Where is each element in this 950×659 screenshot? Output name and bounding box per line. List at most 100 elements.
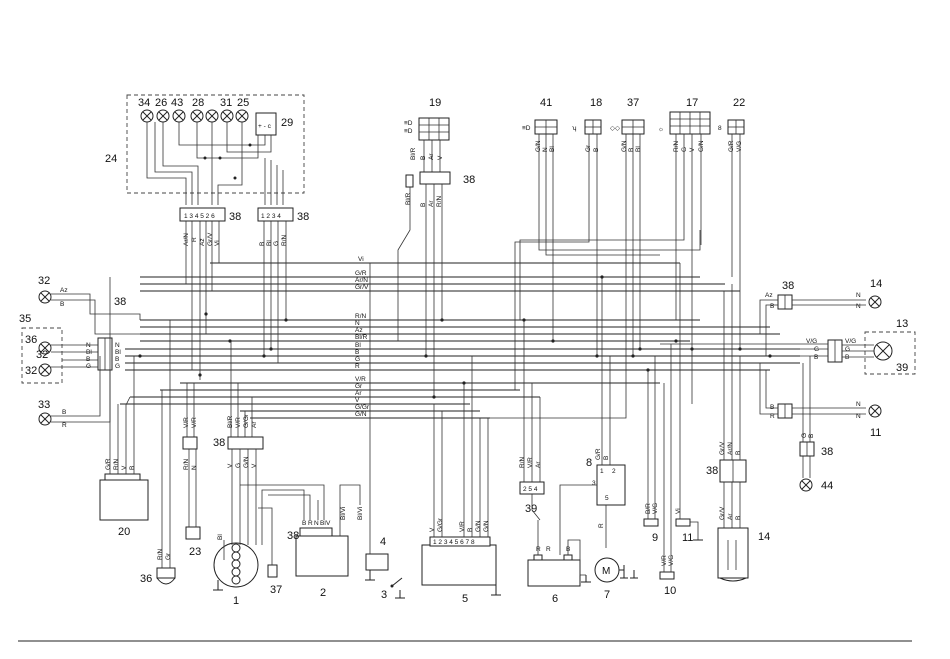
svg-text:32: 32 xyxy=(36,349,48,361)
svg-text:B: B xyxy=(845,354,849,361)
svg-text:Ar: Ar xyxy=(535,461,542,468)
svg-text:G/N: G/N xyxy=(243,456,250,468)
wire-label: Ar xyxy=(355,390,362,397)
svg-text:R/N: R/N xyxy=(183,459,190,471)
svg-text:Ar: Ar xyxy=(428,200,435,207)
svg-text:1: 1 xyxy=(600,468,604,475)
component-4: 4 Bl/Vi xyxy=(357,263,389,581)
svg-text:2 5 4: 2 5 4 xyxy=(523,486,538,493)
svg-text:36: 36 xyxy=(140,573,152,585)
svg-text:25: 25 xyxy=(237,97,249,109)
switch-19: 19 ≡D≡D Bl/R B Ar V xyxy=(404,97,450,172)
svg-text:V: V xyxy=(251,463,258,468)
svg-text:8: 8 xyxy=(586,457,592,469)
lamp-44: 44 xyxy=(799,478,833,492)
svg-text:V/G: V/G xyxy=(806,338,817,345)
svg-text:V: V xyxy=(429,527,436,532)
svg-text:G: G xyxy=(845,346,850,353)
switch-10: 10 V/R V/G xyxy=(659,344,676,597)
svg-text:B: B xyxy=(129,466,136,470)
svg-text:Bl/Vi: Bl/Vi xyxy=(357,507,364,520)
svg-text:V/R: V/R xyxy=(191,417,198,428)
svg-text:Gr: Gr xyxy=(165,552,172,560)
wire-label: G/Gr xyxy=(355,404,370,411)
cdi-unit-5: 1 2 3 4 5 6 7 8 5 V G/Gr V/R B G/N G/N xyxy=(421,356,501,605)
svg-text:Az: Az xyxy=(765,292,773,299)
svg-text:R: R xyxy=(770,413,775,420)
svg-text:G/Gr: G/Gr xyxy=(243,413,250,428)
svg-text:Gr/V: Gr/V xyxy=(207,232,214,246)
wire-label: Gr/V xyxy=(355,284,369,291)
svg-text:☼: ☼ xyxy=(658,126,664,133)
wire-label: Bl xyxy=(355,342,361,349)
svg-text:G/R: G/R xyxy=(105,458,112,470)
svg-text:2: 2 xyxy=(612,468,616,475)
svg-text:G/N: G/N xyxy=(483,520,490,532)
svg-text:M: M xyxy=(602,566,610,577)
svg-text:2: 2 xyxy=(320,587,326,599)
svg-text:B: B xyxy=(735,516,742,520)
svg-text:≡D: ≡D xyxy=(404,120,413,127)
svg-text:37: 37 xyxy=(627,97,639,109)
svg-text:N: N xyxy=(856,413,861,420)
svg-text:G: G xyxy=(801,433,808,438)
connector-38-panel-right: 1 2 3 4 38 B Bl G R/N xyxy=(257,207,309,246)
svg-text:8: 8 xyxy=(718,125,722,132)
component-36: 37 xyxy=(258,507,282,596)
svg-text:V: V xyxy=(326,520,331,527)
svg-text:N: N xyxy=(314,520,319,527)
svg-text:B: B xyxy=(60,301,64,308)
svg-text:Bl/Vi: Bl/Vi xyxy=(340,507,347,520)
svg-text:Bl: Bl xyxy=(86,349,92,356)
svg-text:B: B xyxy=(814,354,818,361)
fuel-sender-13: 14 Gr/V Ar B xyxy=(717,482,770,582)
svg-text:G: G xyxy=(115,363,120,370)
svg-text:38: 38 xyxy=(297,211,309,223)
svg-text:R: R xyxy=(191,237,198,242)
component-20: 20 G/R R/N V B xyxy=(99,277,149,538)
svg-text:Az: Az xyxy=(199,238,206,246)
switch-3: 3 xyxy=(381,577,405,601)
svg-text:11: 11 xyxy=(682,532,693,544)
wire-label: R/N xyxy=(355,313,367,320)
svg-text:Ar/N: Ar/N xyxy=(727,442,734,455)
svg-text:35: 35 xyxy=(19,313,31,325)
svg-text:R: R xyxy=(546,546,551,553)
svg-text:R: R xyxy=(598,523,605,528)
svg-text:V/R: V/R xyxy=(527,457,534,468)
connector-38-lamp-44: G B 38 xyxy=(799,356,833,478)
svg-text:4: 4 xyxy=(380,536,386,548)
svg-text:R/N: R/N xyxy=(157,549,164,561)
svg-text:V/G: V/G xyxy=(845,338,856,345)
svg-text:R/N: R/N xyxy=(519,457,526,469)
svg-text:B: B xyxy=(86,356,90,363)
lamp-32: 32 AzB xyxy=(38,275,141,335)
svg-text:N: N xyxy=(856,401,861,408)
svg-text:38: 38 xyxy=(706,465,718,477)
connector-38-right-top: 38 AzB NN xyxy=(759,280,866,356)
switch-11: 11 Vi xyxy=(675,263,703,544)
svg-text:V/G: V/G xyxy=(652,503,659,514)
svg-text:G: G xyxy=(814,346,819,353)
connector-38-switch-19: 38 Bl/R B Ar R/N xyxy=(405,171,475,207)
svg-text:B: B xyxy=(770,303,774,310)
svg-text:G/N: G/N xyxy=(535,140,542,152)
svg-text:5: 5 xyxy=(605,495,609,502)
svg-text:Ar: Ar xyxy=(251,421,258,428)
svg-text:R: R xyxy=(308,520,313,527)
svg-text:Bl: Bl xyxy=(217,534,224,540)
svg-text:B: B xyxy=(628,148,635,152)
svg-text:◇◇: ◇◇ xyxy=(610,125,621,132)
svg-text:Bl/R: Bl/R xyxy=(410,147,417,160)
gauge-27: + - c 29 xyxy=(255,112,293,136)
headlight-group-33: 35 36 32 32 xyxy=(19,313,63,384)
svg-text:N: N xyxy=(191,465,198,470)
wire-label: G/R xyxy=(355,270,367,277)
svg-text:G: G xyxy=(273,241,280,246)
lamp-26b xyxy=(205,109,219,123)
svg-text:V/R: V/R xyxy=(459,521,466,532)
svg-text:1 2 3 4 5 6 7 8: 1 2 3 4 5 6 7 8 xyxy=(433,539,475,546)
wire-label: N xyxy=(355,320,360,327)
switch-21: 22 8 G/R V/G xyxy=(718,97,745,152)
